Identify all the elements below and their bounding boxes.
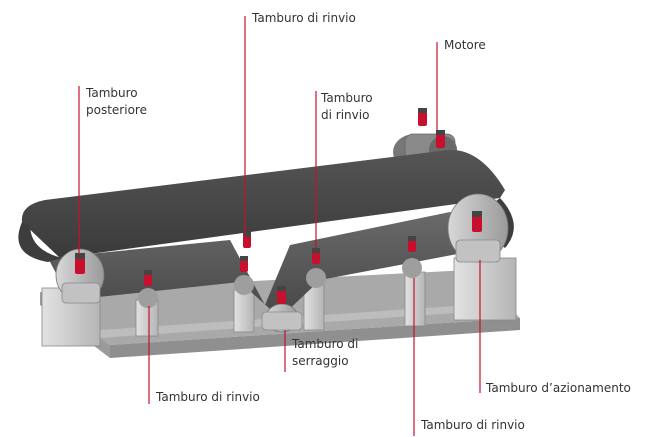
lubricator-left-snub [144, 270, 152, 286]
lubricator-takeup [277, 286, 286, 304]
lubricators [75, 108, 482, 304]
snub-pulley-mid [234, 275, 254, 295]
label-tamburo-rinvio-bottom-left: Tamburo di rinvio [156, 390, 260, 404]
lubricator-rear [75, 253, 85, 274]
label-tamburo-rinvio-bottom-right: Tamburo di rinvio [421, 418, 525, 432]
lubricator-center [312, 248, 320, 264]
snub-pulley-center [306, 268, 326, 288]
snub-pulley-right [402, 258, 422, 278]
label-tamburo-rinvio-top: Tamburo di rinvio [252, 11, 356, 25]
label-tamburo-posteriore: Tamburo posteriore [86, 86, 147, 117]
leader-lines [78, 16, 481, 436]
label-tamburo-serraggio: Tamburo di serraggio [292, 337, 359, 368]
lubricator-drive [472, 211, 482, 232]
conveyor-belt [18, 149, 514, 318]
lubricator-mid-lower [240, 256, 248, 272]
lubricator-right-snub [408, 236, 416, 252]
lubricator-motor-top [418, 108, 427, 126]
lubricator-motor [436, 130, 445, 148]
label-tamburo-azionamento: Tamburo d’azionamento [486, 381, 631, 395]
label-tamburo-rinvio-mid: Tamburo di rinvio [321, 91, 373, 122]
snub-pulley-left [138, 288, 158, 308]
lubricator-mid-upper [243, 232, 251, 248]
label-motore: Motore [444, 38, 486, 52]
